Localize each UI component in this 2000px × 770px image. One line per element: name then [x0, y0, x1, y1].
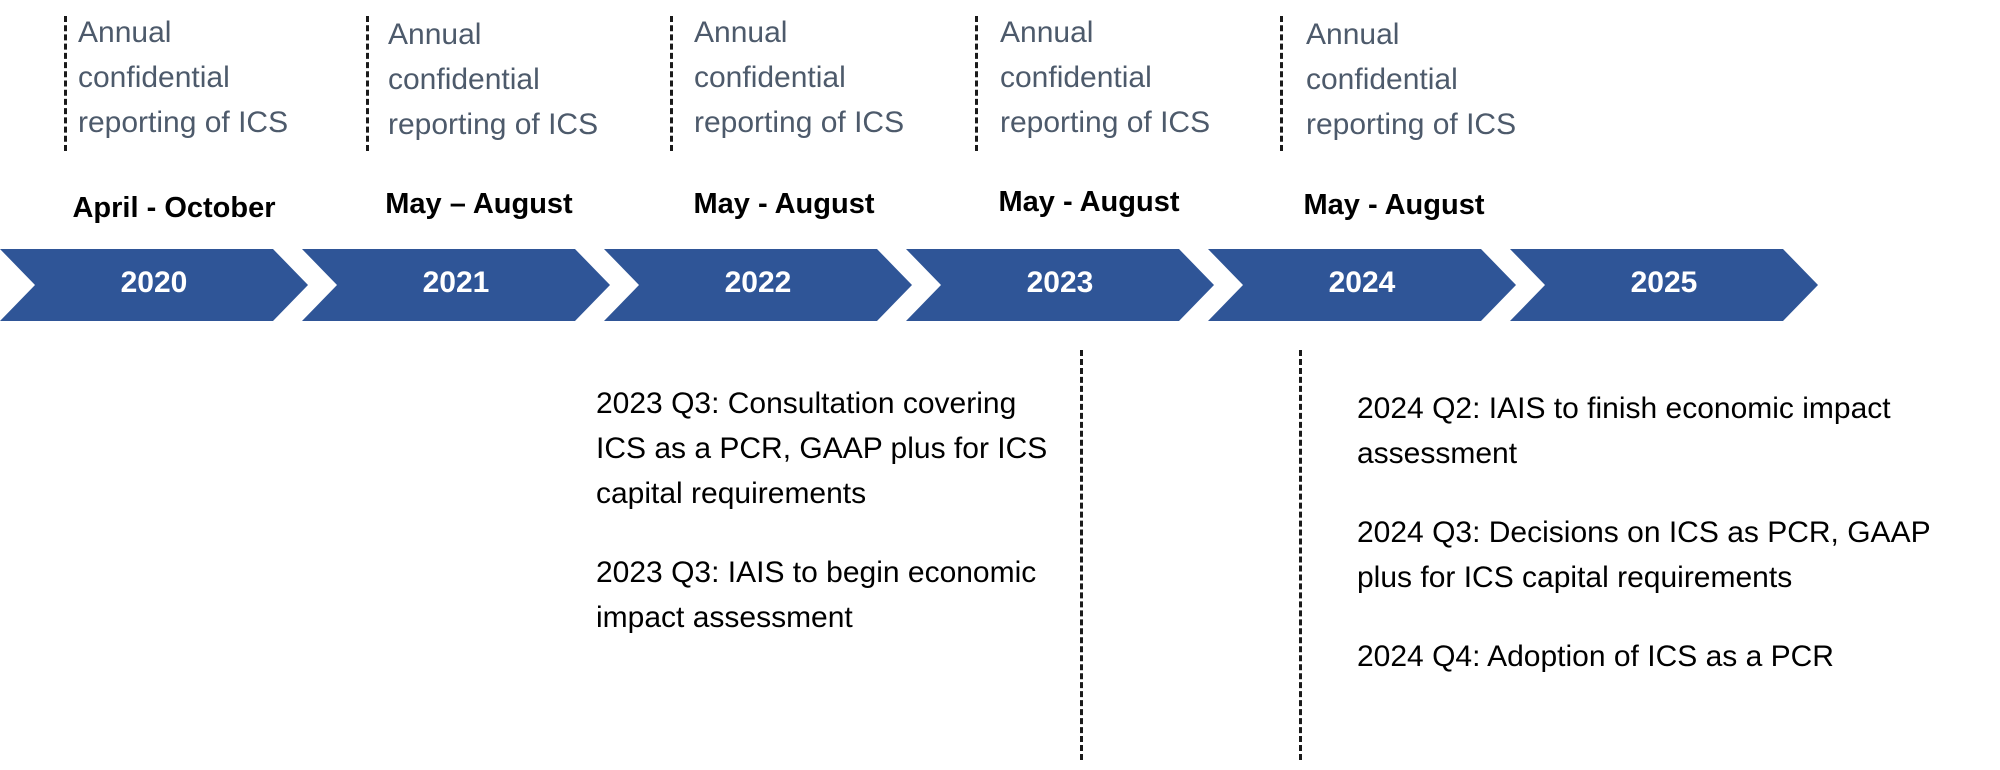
- report-label-2020: Annual confidential reporting of ICS: [78, 10, 318, 145]
- period-label-2021: May – August: [385, 188, 573, 220]
- period-label-2024: May - August: [1303, 189, 1485, 221]
- report-line: confidential: [1000, 61, 1152, 94]
- period-label-2020: April - October: [72, 192, 276, 224]
- report-line: reporting of ICS: [694, 106, 905, 139]
- milestone-marker-2024: [1299, 350, 1302, 760]
- timeline-arrows: [0, 249, 1818, 321]
- report-line: reporting of ICS: [1000, 106, 1211, 139]
- report-marker-2022: [670, 16, 673, 151]
- report-line: Annual: [78, 16, 172, 49]
- year-label-2023: 2023: [1026, 266, 1094, 299]
- report-marker-2021: [366, 16, 369, 151]
- chevron-2023: [906, 249, 1214, 321]
- report-line: confidential: [694, 61, 846, 94]
- chevron-2024: [1208, 249, 1516, 321]
- report-line: reporting of ICS: [78, 106, 289, 139]
- note-item: 2023 Q3: Consultation covering ICS as a …: [596, 387, 1048, 510]
- report-label-2023: Annual confidential reporting of ICS: [1000, 10, 1240, 145]
- report-line: reporting of ICS: [1306, 108, 1517, 141]
- report-label-2024: Annual confidential reporting of ICS: [1306, 12, 1546, 147]
- year-label-2020: 2020: [120, 266, 188, 299]
- report-line: Annual: [1000, 16, 1094, 49]
- report-marker-2020: [64, 16, 67, 151]
- period-label-2023: May - August: [998, 186, 1180, 218]
- report-label-2022: Annual confidential reporting of ICS: [694, 10, 934, 145]
- year-label-2021: 2021: [422, 266, 490, 299]
- notes-2023: 2023 Q3: Consultation covering ICS as a …: [596, 381, 1066, 674]
- note-item: 2024 Q4: Adoption of ICS as a PCR: [1357, 640, 1834, 673]
- milestone-marker-2023: [1080, 350, 1083, 760]
- period-label-2022: May - August: [693, 188, 875, 220]
- report-marker-2024: [1280, 16, 1283, 151]
- chevron-2021: [302, 249, 610, 321]
- report-label-2021: Annual confidential reporting of ICS: [388, 12, 628, 147]
- note-item: 2024 Q3: Decisions on ICS as PCR, GAAP p…: [1357, 516, 1931, 594]
- year-label-2025: 2025: [1630, 266, 1698, 299]
- report-line: confidential: [78, 61, 230, 94]
- report-line: confidential: [388, 63, 540, 96]
- chevron-2022: [604, 249, 912, 321]
- report-line: confidential: [1306, 63, 1458, 96]
- report-line: Annual: [388, 18, 482, 51]
- report-line: Annual: [694, 16, 788, 49]
- notes-2024: 2024 Q2: IAIS to finish economic impact …: [1357, 386, 1992, 713]
- report-marker-2023: [975, 16, 978, 151]
- note-item: 2023 Q3: IAIS to begin economic impact a…: [596, 556, 1037, 634]
- report-line: reporting of ICS: [388, 108, 599, 141]
- year-label-2024: 2024: [1328, 266, 1396, 299]
- report-line: Annual: [1306, 18, 1400, 51]
- chevron-2020: [0, 249, 308, 321]
- chevron-2025: [1510, 249, 1818, 321]
- year-label-2022: 2022: [724, 266, 792, 299]
- note-item: 2024 Q2: IAIS to finish economic impact …: [1357, 392, 1891, 470]
